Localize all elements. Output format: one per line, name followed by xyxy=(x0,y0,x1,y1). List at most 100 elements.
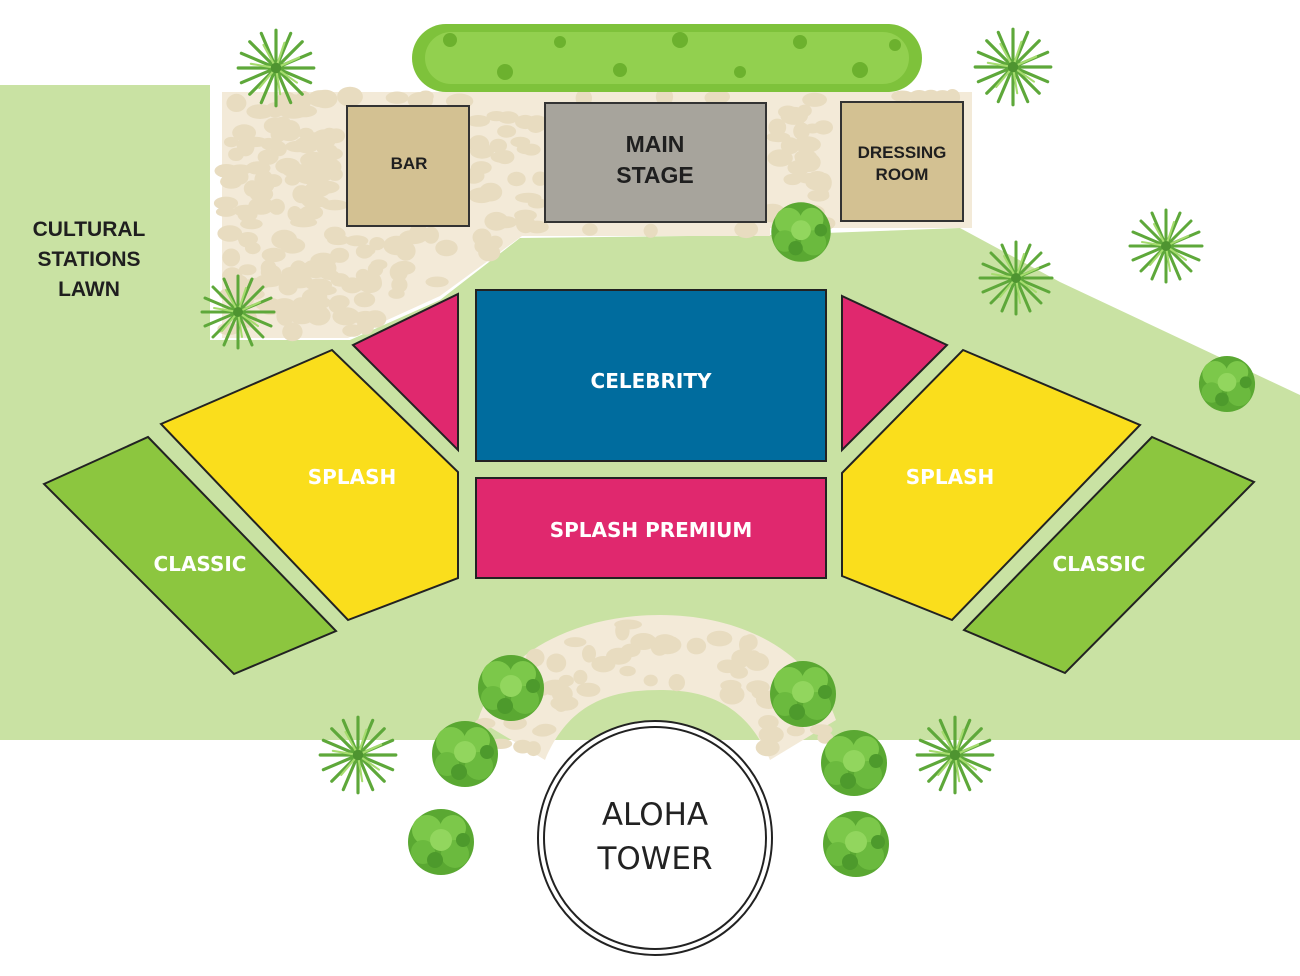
paving-stone xyxy=(591,656,616,673)
paving-stone xyxy=(515,192,542,203)
splash-left-label: SPLASH xyxy=(308,465,396,489)
paving-stone xyxy=(576,682,601,697)
paving-stone xyxy=(276,307,294,326)
paving-stone xyxy=(425,276,449,288)
paving-stone xyxy=(280,108,307,119)
paving-stone xyxy=(564,637,587,648)
paving-stone xyxy=(445,93,474,109)
paving-stone xyxy=(510,136,531,148)
palm-icon xyxy=(915,715,995,795)
paving-stone xyxy=(484,211,509,231)
paving-stone xyxy=(353,292,376,308)
paving-stone xyxy=(654,634,676,647)
paving-stone xyxy=(526,117,545,133)
paving-stone xyxy=(516,214,536,234)
paving-stone xyxy=(522,143,541,156)
paving-stone xyxy=(214,164,239,178)
bush-icon xyxy=(408,809,474,875)
palm-icon xyxy=(1128,208,1204,284)
cultural-label-line1: CULTURAL xyxy=(33,218,146,241)
paving-stone xyxy=(532,726,554,737)
aloha-tower[interactable]: ALOHA TOWER xyxy=(537,720,773,956)
paving-stone xyxy=(472,228,492,247)
cultural-label-line2: STATIONS xyxy=(37,248,140,271)
dressing-room-label-line2: ROOM xyxy=(876,165,929,184)
paving-stone xyxy=(321,147,343,161)
classic-left-label: CLASSIC xyxy=(154,552,247,576)
paving-stone xyxy=(246,104,274,119)
section-celebrity[interactable]: CELEBRITY xyxy=(475,289,827,462)
paving-stone xyxy=(706,630,733,647)
paving-stone xyxy=(909,90,929,104)
paving-stone xyxy=(232,124,256,142)
stone-path-arch xyxy=(474,615,836,760)
paving-stone xyxy=(279,237,306,254)
paving-stone xyxy=(392,260,416,275)
hedge-icon xyxy=(412,24,922,92)
paving-stone xyxy=(489,138,507,153)
paving-stone xyxy=(213,196,239,210)
paving-stone xyxy=(274,116,291,128)
paving-stone xyxy=(355,244,374,259)
paving-stone xyxy=(391,276,408,293)
paving-stone xyxy=(766,132,791,143)
paving-stone xyxy=(582,223,598,236)
paving-stone xyxy=(217,225,243,242)
paving-stone xyxy=(240,218,263,230)
paving-stone xyxy=(435,239,458,257)
paving-stone xyxy=(793,136,821,153)
paving-stone xyxy=(755,738,780,757)
paving-stone xyxy=(308,305,330,323)
main-stage[interactable]: MAIN STAGE xyxy=(544,102,767,223)
paving-stone xyxy=(245,242,261,255)
paving-stone xyxy=(275,157,301,175)
paving-stone xyxy=(486,111,507,122)
paving-stone xyxy=(300,159,316,176)
paving-stone xyxy=(487,235,503,249)
dressing-room-building[interactable]: DRESSING ROOM xyxy=(840,101,964,222)
paving-stone xyxy=(786,724,805,737)
bush-icon xyxy=(771,202,831,262)
section-pink-wedge-right[interactable] xyxy=(841,294,949,453)
section-classic-left[interactable]: CLASSIC xyxy=(42,435,338,676)
paving-stone xyxy=(814,120,833,135)
paving-stone xyxy=(582,645,596,663)
paving-stone xyxy=(321,199,349,211)
paving-stone xyxy=(353,310,378,326)
palm-icon xyxy=(236,28,316,108)
paving-stone xyxy=(758,715,779,730)
paving-stone xyxy=(278,94,307,108)
paving-stone xyxy=(215,206,237,217)
paving-stone xyxy=(290,217,318,228)
section-splash-premium[interactable]: SPLASH PREMIUM xyxy=(475,477,827,579)
paving-stone xyxy=(307,90,333,108)
section-classic-right[interactable]: CLASSIC xyxy=(962,435,1256,675)
paving-stone xyxy=(248,197,274,215)
paving-stone xyxy=(222,248,241,267)
paving-stone xyxy=(466,115,491,127)
paving-stone xyxy=(615,621,630,641)
paving-stone xyxy=(364,272,382,292)
paving-stone xyxy=(337,86,363,107)
palm-icon xyxy=(978,240,1054,316)
bar-label: BAR xyxy=(391,154,428,173)
main-stage-label-line2: STAGE xyxy=(616,162,694,188)
section-pink-wedge-left[interactable] xyxy=(351,292,459,453)
splash-premium-label: SPLASH PREMIUM xyxy=(550,518,753,542)
splash-right-label: SPLASH xyxy=(906,465,994,489)
classic-right-label: CLASSIC xyxy=(1053,552,1146,576)
paving-stone xyxy=(807,189,830,202)
paving-stone xyxy=(643,223,658,238)
paving-stone xyxy=(734,220,759,239)
section-splash-right[interactable]: SPLASH xyxy=(841,348,1142,622)
paving-stone xyxy=(546,653,567,673)
bar-building[interactable]: BAR xyxy=(346,105,470,227)
paving-stone xyxy=(341,277,364,294)
paving-stone xyxy=(370,259,388,270)
paving-stone xyxy=(313,285,337,296)
bush-icon xyxy=(821,730,887,796)
paving-stone xyxy=(254,169,274,190)
section-splash-left[interactable]: SPLASH xyxy=(159,348,459,622)
palm-icon xyxy=(973,27,1053,107)
